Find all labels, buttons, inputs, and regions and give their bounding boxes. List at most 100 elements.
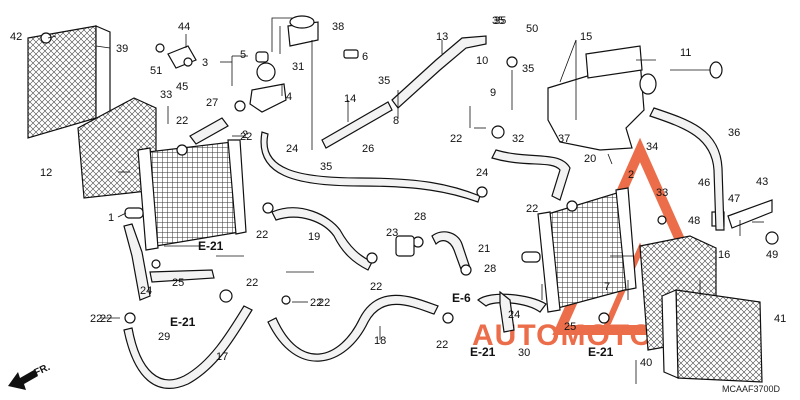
part-number-label: 47 [728,193,740,205]
part-number-label: 31 [292,61,304,73]
part-number-label: 43 [756,176,768,188]
part-number-label: 26 [362,143,374,155]
part-number-label: 35 [320,161,332,173]
small-hardware [40,32,723,324]
front-direction-indicator: FR. [8,362,52,390]
reserve-tank [547,45,657,151]
part-number-label: 25 [564,321,576,333]
part-number-label: 14 [344,93,356,105]
part-number-label: 22 [100,313,112,325]
part-number-label: 9 [490,87,496,99]
part-number-label: 29 [158,331,170,343]
hose-36 [649,107,725,231]
part-number-label: 25 [172,277,184,289]
hose-13 [391,35,487,109]
part-number-label: 49 [766,249,778,261]
part-number-label: 22 [450,133,462,145]
part-number-label: 46 [698,177,710,189]
part-number-label: 22 [240,131,252,143]
part-number-label: 28 [484,263,496,275]
front-arrow-icon [8,370,38,390]
part-number-label: 23 [386,227,398,239]
hose-17 [123,305,253,389]
part-number-label: 2 [242,129,248,141]
front-direction-label: FR. [33,362,52,379]
part-number-label: 3 [202,57,208,69]
part-number-label: 24 [286,143,298,155]
part-number-label: 32 [512,133,524,145]
right-radiator-grille [661,289,763,383]
part-number-label: 40 [640,357,652,369]
part-number-label: 8 [393,115,399,127]
part-number-label: 51 [150,65,162,77]
part-number-label: 28 [414,211,426,223]
part-number-label: 22 [526,203,538,215]
part-number-label: 11 [680,47,691,59]
hose-19 [271,207,373,271]
part-number-label: 19 [308,231,320,243]
part-number-label: 13 [436,31,448,43]
part-number-label: 45 [176,81,188,93]
part-number-label: 7 [604,281,610,293]
part-number-label: 22 [246,277,258,289]
part-number-label: 48 [688,215,700,227]
part-number-label: 41 [774,313,786,325]
reference-label: E-21 [170,315,196,329]
leader-lines [47,26,764,384]
part-number-label: 33 [160,89,172,101]
hose-24-left [123,223,151,301]
part-number-label: 22 [310,297,322,309]
part-number-label: 24 [140,285,152,297]
part-number-label: 4 [286,91,292,103]
part-number-label: 50 [526,23,538,35]
part-number-label: 1 [108,212,114,224]
right-radiator-core [521,187,637,313]
hose-20 [491,149,571,201]
reference-label: E-21 [588,345,614,359]
part-number-label: 34 [646,141,658,153]
part-number-label: 33 [656,187,668,199]
part-number-label: 22 [176,115,188,127]
part-number-label: 6 [362,51,368,63]
part-number-label: 37 [558,133,570,145]
hose-29 [149,269,215,283]
part-number-label: 24 [508,309,520,321]
part-number-label: 22 [90,313,102,325]
left-radiator-grille [27,25,111,139]
thermostat-housing [249,15,319,113]
part-number-label: 27 [206,97,218,109]
part-number-label: 35 [378,75,390,87]
part-number-label: 35 [494,15,506,27]
hoses [123,35,725,389]
part-number-label: 39 [116,43,128,55]
hose-24-right [499,290,515,333]
reference-label: E-6 [452,291,471,305]
hose-18 [267,294,439,362]
part-number-label: 18 [374,335,386,347]
reference-label: E-21 [198,239,224,253]
left-radiator-core [124,139,247,251]
part-number-label: 24 [476,167,488,179]
left-radiator-shroud [77,97,157,199]
part-number-label: 5 [240,49,246,61]
part-number-label: 30 [518,347,530,359]
hose-26 [260,131,481,203]
part-number-label: 20 [584,153,596,165]
part-number-label: 38 [332,21,344,33]
part-number-label: 2 [628,169,634,181]
hose-14 [321,101,393,149]
part-number-label: 42 [10,31,22,43]
part-number-label: 17 [216,351,228,363]
part-number-label: 15 [580,31,592,43]
part-number-label: 22 [256,229,268,241]
hose-30 [477,293,547,313]
diagram-code: MCAAF3700D [722,384,781,394]
hose-27 [189,117,229,145]
upper-bracket [167,45,197,69]
part-number-label: 35 [492,15,504,27]
part-number-label: 10 [476,55,488,67]
part-number-label: 21 [478,243,490,255]
part-number-label: 22 [370,281,382,293]
